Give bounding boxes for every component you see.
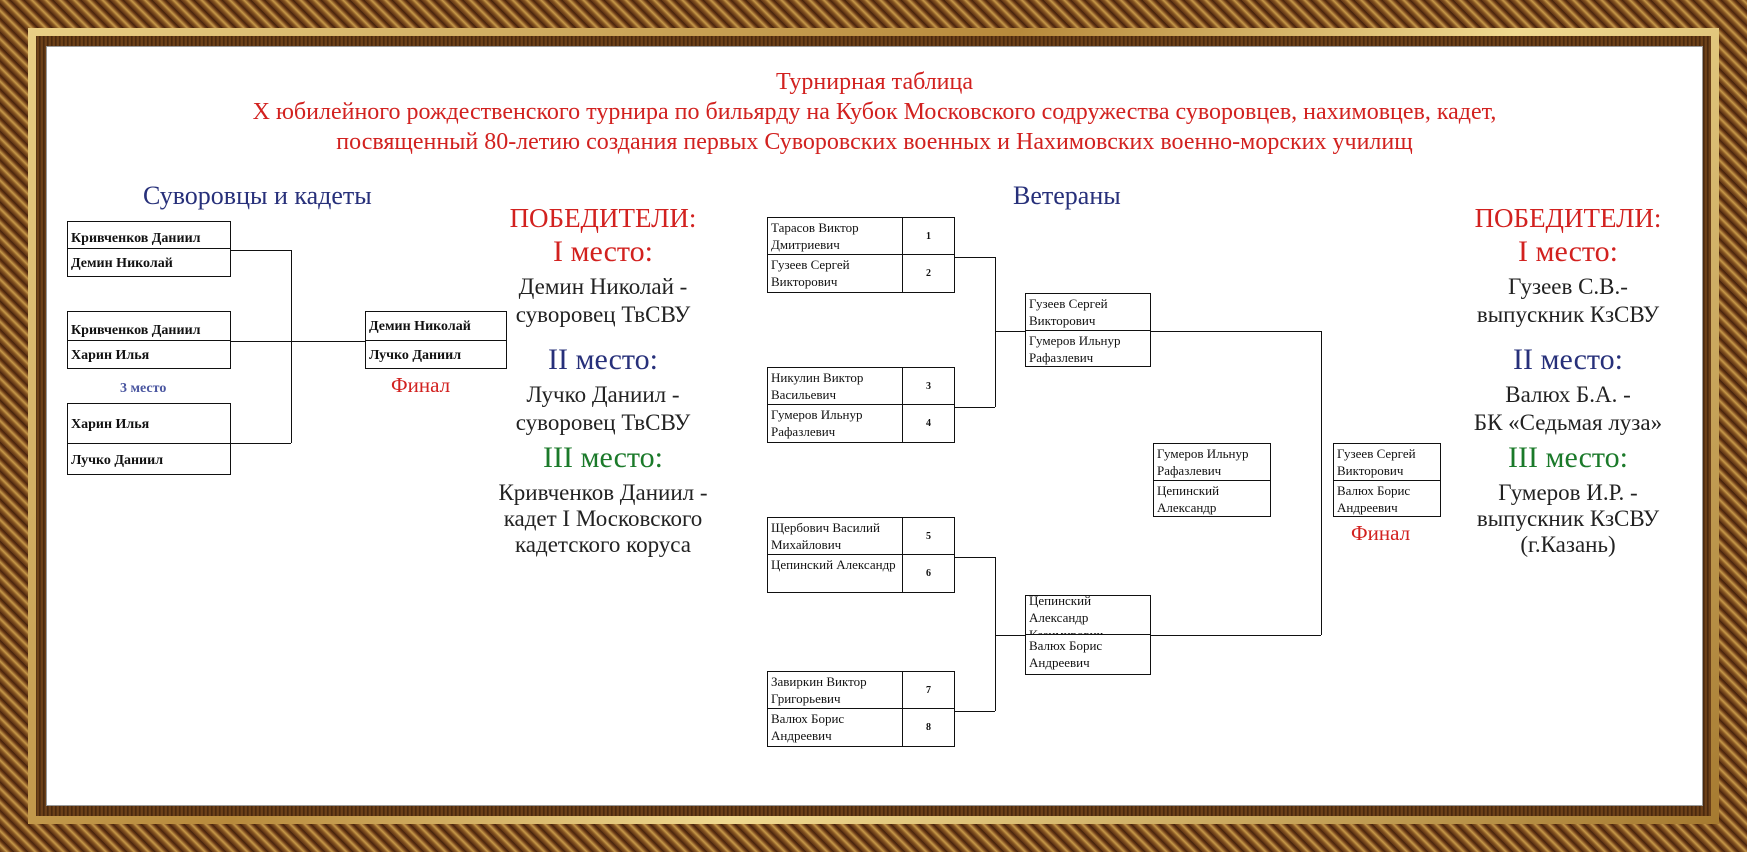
bracket-connector	[955, 711, 995, 712]
left-final-player-1: Демин Николай	[366, 312, 506, 341]
left-second-place-label: II место:	[548, 343, 658, 376]
right-third-place-line-3: (г.Казань)	[1520, 532, 1616, 557]
right-third-place-label: III место:	[1508, 441, 1628, 474]
r1-seed-4: 4	[902, 405, 954, 442]
r1-seed-1: 1	[902, 218, 954, 255]
right-first-place-line-2: выпускник КзСВУ	[1476, 302, 1660, 327]
left-match-3: Харин Илья Лучко Даниил	[67, 403, 231, 475]
left-first-place-label: I место:	[553, 235, 653, 268]
r2-player-2: Гумеров Ильнур Рафазлевич	[1029, 333, 1121, 365]
bracket-connector	[955, 257, 995, 258]
right-third-place-line-2: выпускник КзСВУ	[1476, 506, 1660, 531]
r1-seed-3: 3	[902, 368, 954, 405]
r1-player-2: Гузеев Сергей Викторович	[771, 257, 850, 289]
left-third-place-label: III место:	[543, 441, 663, 474]
bracket-connector	[995, 557, 996, 711]
left-section-title: Суворовцы и кадеты	[143, 181, 372, 210]
right-round2-match-2: Цепинский Александр Казимирович Валюх Бо…	[1025, 593, 1151, 675]
left-match-2-player-1: Кривченков Даниил	[68, 312, 230, 341]
right-final-match: Гузеев Сергей Викторович Валюх Борис Анд…	[1333, 443, 1441, 517]
left-second-place-line-1: Лучко Даниил -	[526, 382, 680, 407]
left-match-1: Кривченков Даниил Демин Николай	[67, 221, 231, 277]
bracket-connector	[995, 635, 1025, 636]
left-third-place-line-2: кадет I Московского	[503, 506, 703, 531]
right-round1-match-4: Завиркин Виктор Григорьевич 7 Валюх Бори…	[767, 671, 955, 747]
right-round1-match-3: Щербович Василий Михайлович 5 Цепинский …	[767, 517, 955, 593]
left-connector	[291, 250, 292, 443]
right-second-place-label: II место:	[1513, 343, 1623, 376]
right-first-place-line-1: Гузеев С.В.-	[1508, 274, 1628, 299]
left-match-1-player-1: Кривченков Даниил	[68, 222, 230, 249]
r1-seed-5: 5	[902, 518, 954, 555]
left-final-player-2: Лучко Даниил	[369, 348, 462, 363]
header-title: Турнирная таблица	[775, 69, 974, 95]
left-first-place-line-1: Демин Николай -	[518, 274, 688, 299]
r1-player-4: Гумеров Ильнур Рафазлевич	[771, 407, 863, 439]
left-final-label: Финал	[391, 373, 451, 397]
right-first-place-label: I место:	[1518, 235, 1618, 268]
r1-seed-2: 2	[902, 255, 954, 292]
left-final-match: Демин Николай Лучко Даниил	[365, 311, 507, 369]
left-match-1-player-2: Демин Николай	[71, 256, 173, 271]
r1-player-5: Щербович Василий Михайлович	[768, 518, 902, 555]
bracket-connector	[955, 557, 995, 558]
r1-player-6: Цепинский Александр	[771, 557, 896, 572]
right-round1-match-1: Тарасов Виктор Дмитриевич 1 Гузеев Серге…	[767, 217, 955, 293]
r3-player-2: Цепинский Александр	[1157, 483, 1220, 515]
r1-seed-6: 6	[902, 555, 954, 592]
left-first-place-line-2: суворовец ТвСВУ	[515, 302, 691, 327]
bracket-connector	[955, 407, 995, 408]
bracket-connector	[1321, 331, 1322, 635]
left-match-3-player-1: Харин Илья	[68, 404, 230, 444]
right-second-place-line-2: БК «Седьмая луза»	[1473, 410, 1663, 435]
right-section-title: Ветераны	[1013, 181, 1121, 210]
third-place-label: 3 место	[120, 381, 167, 396]
left-match-2-player-2: Харин Илья	[71, 348, 150, 363]
r2-player-3: Цепинский Александр Казимирович	[1026, 590, 1150, 635]
left-connector	[231, 250, 291, 251]
poster-canvas: Турнирная таблица X юбилейного рождестве…	[46, 46, 1703, 806]
r1-player-1: Тарасов Виктор Дмитриевич	[768, 218, 902, 255]
right-round3-match: Гумеров Ильнур Рафазлевич Цепинский Алек…	[1153, 443, 1271, 517]
header-subtitle-1: X юбилейного рождественского турнира по …	[252, 99, 1497, 125]
right-final-player-2: Валюх Борис Андреевич	[1337, 483, 1411, 515]
bracket-connector	[1151, 635, 1321, 636]
right-winners-heading: ПОБЕДИТЕЛИ:	[1474, 203, 1662, 233]
left-third-place-line-1: Кривченков Даниил -	[498, 480, 708, 505]
header-subtitle-2: посвященный 80-летию создания первых Сув…	[336, 129, 1413, 155]
r1-player-8: Валюх Борис Андреевич	[771, 711, 845, 743]
left-match-2: Кривченков Даниил Харин Илья	[67, 311, 231, 369]
r2-player-1: Гузеев Сергей Викторович	[1026, 294, 1150, 331]
left-third-place-line-3: кадетского коруса	[514, 532, 691, 557]
left-connector	[231, 341, 371, 342]
right-final-label: Финал	[1351, 521, 1411, 545]
r1-player-3: Никулин Виктор Васильевич	[768, 368, 902, 405]
r1-seed-7: 7	[902, 672, 954, 709]
left-connector	[231, 443, 291, 444]
bracket-connector	[995, 257, 996, 407]
right-second-place-line-1: Валюх Б.А. -	[1505, 382, 1631, 407]
left-match-3-player-2: Лучко Даниил	[71, 453, 164, 468]
bracket-connector	[995, 331, 1025, 332]
r3-player-1: Гумеров Ильнур Рафазлевич	[1154, 444, 1270, 481]
r2-player-4: Валюх Борис Андреевич	[1029, 638, 1103, 670]
right-final-player-1: Гузеев Сергей Викторович	[1334, 444, 1440, 481]
left-winners-heading: ПОБЕДИТЕЛИ:	[509, 203, 697, 233]
left-second-place-line-2: суворовец ТвСВУ	[515, 410, 691, 435]
right-third-place-line-1: Гумеров И.Р. -	[1498, 480, 1638, 505]
bracket-connector	[1151, 331, 1321, 332]
right-round2-match-1: Гузеев Сергей Викторович Гумеров Ильнур …	[1025, 293, 1151, 367]
r1-seed-8: 8	[902, 709, 954, 746]
right-round1-match-2: Никулин Виктор Васильевич 3 Гумеров Ильн…	[767, 367, 955, 443]
r1-player-7: Завиркин Виктор Григорьевич	[768, 672, 902, 709]
